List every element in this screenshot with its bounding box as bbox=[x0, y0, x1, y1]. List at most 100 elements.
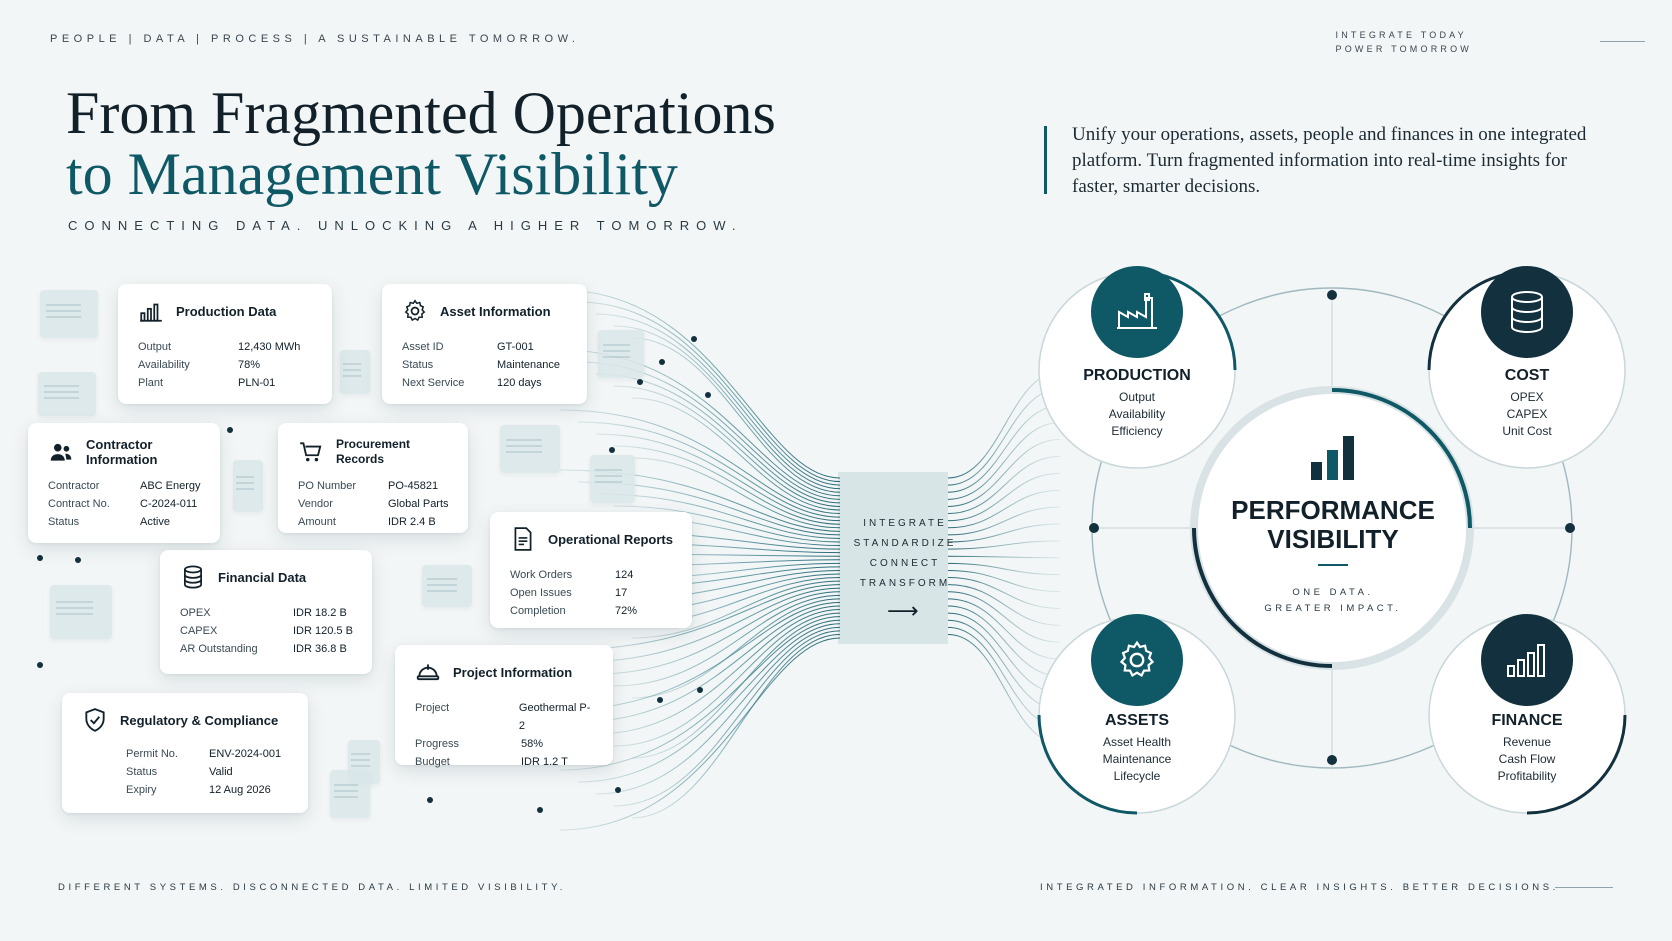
ghost-document bbox=[233, 460, 263, 512]
flow-line bbox=[631, 616, 841, 759]
flow-dot bbox=[37, 555, 43, 561]
flow-line bbox=[577, 605, 841, 723]
top-right-line-2: POWER TOMORROW bbox=[1335, 44, 1472, 54]
ghost-document bbox=[340, 350, 370, 394]
performance-visibility-title: PERFORMANCE VISIBILITY bbox=[1231, 495, 1435, 554]
top-right-tagline: INTEGRATE TODAY POWER TOMORROW bbox=[1336, 28, 1472, 56]
flow-line bbox=[595, 626, 841, 795]
flow-line bbox=[613, 505, 841, 543]
flow-line bbox=[631, 397, 841, 511]
ghost-document bbox=[500, 425, 560, 473]
ghost-document bbox=[50, 585, 112, 639]
document-icon bbox=[514, 527, 532, 551]
flow-line bbox=[947, 472, 1061, 522]
row-value: Geothermal P-2 bbox=[518, 702, 591, 732]
node-item: Maintenance bbox=[1102, 752, 1172, 766]
flow-line bbox=[595, 609, 841, 735]
row-value: ABC Energy bbox=[140, 480, 201, 492]
card-title: Regulatory & Compliance bbox=[120, 712, 279, 728]
card-row: Status Maintenance bbox=[402, 356, 569, 374]
ghost-document bbox=[40, 290, 98, 338]
flow-line bbox=[947, 506, 1061, 536]
flow-dot bbox=[691, 336, 697, 342]
flow-line bbox=[947, 422, 1061, 500]
row-value: 124 bbox=[615, 569, 634, 581]
database-icon bbox=[1481, 266, 1573, 358]
card-regulatory-compliance[interactable]: Regulatory & Compliance Permit No.ENV-20… bbox=[62, 693, 308, 813]
page-title-line-1: From Fragmented Operations bbox=[66, 80, 776, 146]
node-item: Asset Health bbox=[1102, 735, 1172, 749]
ring-dot bbox=[1327, 755, 1337, 765]
row-value: ENV-2024-001 bbox=[209, 748, 282, 760]
node-item: Availability bbox=[1108, 407, 1166, 421]
flow-line bbox=[613, 325, 841, 490]
flow-line bbox=[947, 584, 1061, 626]
row-value: PO-45821 bbox=[388, 480, 439, 492]
flow-dot bbox=[427, 797, 433, 803]
card-title: Procurement Records bbox=[336, 437, 411, 466]
ghost-document bbox=[590, 455, 635, 503]
row-key: Next Service bbox=[402, 377, 465, 389]
row-key: CAPEX bbox=[180, 625, 218, 637]
row-key: Status bbox=[402, 359, 434, 371]
row-value: Active bbox=[140, 516, 170, 528]
node-items-finance: Revenue Cash Flow Profitability bbox=[1427, 734, 1627, 785]
center-rule bbox=[1318, 564, 1348, 566]
node-item: Lifecycle bbox=[1113, 769, 1161, 783]
card-project-information[interactable]: Project Information Project Geothermal P-… bbox=[395, 645, 613, 768]
flow-dot bbox=[537, 807, 543, 813]
flow-dot bbox=[659, 359, 665, 365]
row-key: Project bbox=[415, 702, 450, 714]
node-item: Output bbox=[1118, 390, 1156, 404]
top-right-rule bbox=[1600, 41, 1645, 42]
description: Unify your operations, assets, people an… bbox=[1072, 124, 1587, 197]
ghost-document bbox=[422, 565, 472, 607]
center-tagline: ONE DATA. GREATER IMPACT. bbox=[1233, 585, 1433, 617]
row-key: Completion bbox=[510, 605, 566, 617]
flow-line bbox=[631, 337, 841, 493]
row-key: Availability bbox=[138, 359, 190, 371]
row-value: IDR 2.4 B bbox=[388, 516, 436, 528]
helmet-icon bbox=[416, 664, 440, 681]
flow-dot bbox=[75, 557, 81, 563]
ring-dot bbox=[1327, 290, 1337, 300]
card-title: Project Information bbox=[453, 664, 573, 680]
flow-line bbox=[947, 455, 1061, 515]
flow-steps: INTEGRATE STANDARDIZE CONNECT TRANSFORM bbox=[850, 514, 960, 594]
node-title-cost: COST bbox=[1504, 367, 1550, 384]
top-tagline: PEOPLE | DATA | PROCESS | A SUSTAINABLE … bbox=[50, 33, 580, 45]
row-value: GT-001 bbox=[497, 341, 534, 353]
card-title: Financial Data bbox=[218, 569, 307, 585]
node-items-assets: Asset Health Maintenance Lifecycle bbox=[1037, 734, 1237, 785]
node-title-finance: FINANCE bbox=[1491, 712, 1563, 729]
row-value: 58% bbox=[521, 738, 544, 750]
top-right-line-1: INTEGRATE TODAY bbox=[1335, 30, 1467, 40]
row-key: Expiry bbox=[126, 784, 157, 796]
node-item: CAPEX bbox=[1506, 407, 1548, 421]
card-title: Asset Information bbox=[440, 303, 551, 319]
node-item: Revenue bbox=[1502, 735, 1552, 749]
ring-dot bbox=[1089, 523, 1099, 533]
flow-dot bbox=[705, 392, 711, 398]
flow-line bbox=[613, 594, 841, 687]
card-row: Contract No.C-2024-011 bbox=[48, 495, 202, 513]
row-value: 17 bbox=[615, 587, 628, 599]
flow-line bbox=[947, 577, 1061, 609]
row-key: Status bbox=[126, 766, 158, 778]
row-value: Maintenance bbox=[497, 359, 560, 371]
flow-dot bbox=[227, 427, 233, 433]
